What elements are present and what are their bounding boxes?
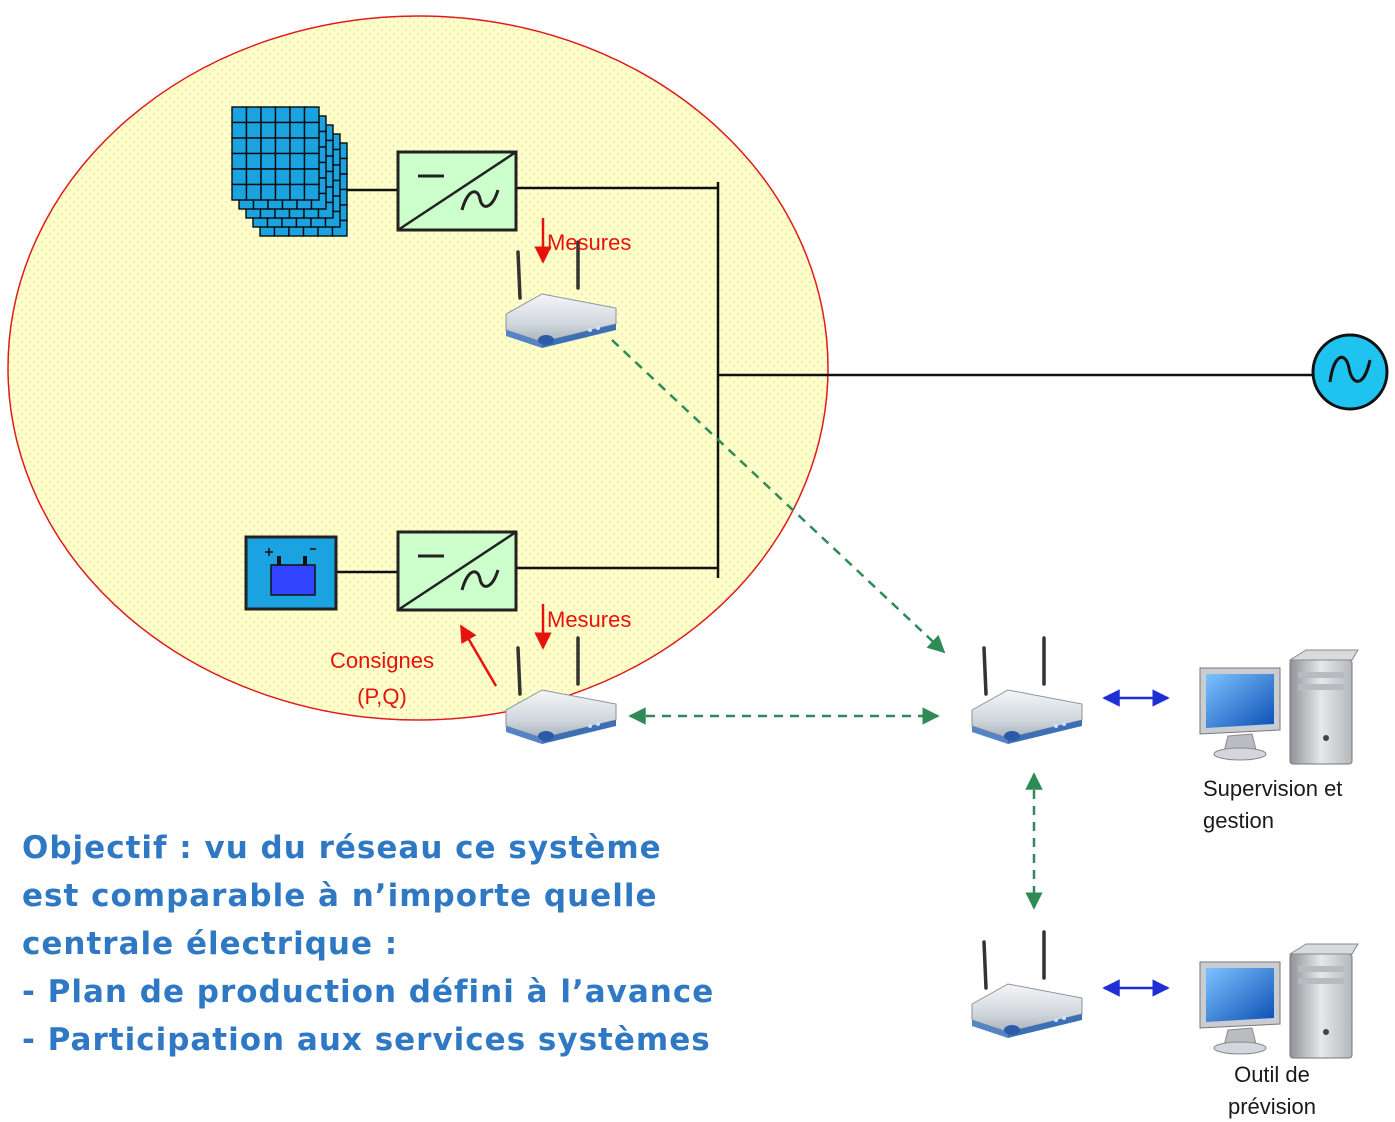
objective-line-1: Objectif : vu du réseau ce système — [22, 830, 662, 866]
pv-cell — [260, 137, 277, 155]
outil-label: Outil de — [1234, 1062, 1310, 1087]
pv-cell — [289, 183, 306, 201]
mesures-label-top: Mesures — [547, 230, 632, 255]
pv-cell — [289, 121, 306, 139]
pv-cell — [231, 121, 248, 139]
pv-cell — [245, 137, 262, 155]
computer-icon — [1199, 943, 1359, 1059]
objective-bullet-2: - Participation aux services systèmes — [22, 1022, 711, 1058]
pv-cell — [303, 106, 320, 124]
supervision-label: Supervision et — [1203, 776, 1343, 801]
pv-cell — [274, 121, 291, 139]
pv-cell — [303, 168, 320, 186]
pv-cell — [289, 106, 306, 124]
outil-label-2: prévision — [1227, 1094, 1317, 1119]
pv-cell — [274, 152, 291, 170]
router-icon — [970, 930, 1084, 1040]
pv-cell — [303, 183, 320, 201]
dc-ac-converter-pv-icon — [396, 150, 518, 232]
pv-cell — [245, 168, 262, 186]
pv-cell — [260, 152, 277, 170]
pv-cell — [274, 137, 291, 155]
objective-line-2: est comparable à n’importe quelle — [22, 878, 658, 914]
pv-cell — [245, 121, 262, 139]
consignes-pq-label: (P,Q) — [357, 684, 407, 709]
mesures-label-bottom: Mesures — [547, 607, 632, 632]
pv-cell — [231, 137, 248, 155]
pv-cell — [303, 137, 320, 155]
battery-icon — [244, 535, 338, 611]
objective-line-3: centrale électrique : — [22, 926, 399, 962]
local-links — [1102, 689, 1170, 997]
pv-cell — [245, 106, 262, 124]
pv-cell — [260, 168, 277, 186]
pv-cell — [231, 183, 248, 201]
consignes-label: Consignes — [330, 648, 434, 673]
pv-cell — [245, 152, 262, 170]
supervision-label-2: gestion — [1203, 808, 1274, 833]
power-wiring — [337, 182, 1312, 578]
pv-array-icon — [231, 106, 348, 237]
pv-cell — [289, 168, 306, 186]
pv-cell — [231, 152, 248, 170]
pv-cell — [245, 183, 262, 201]
pv-cell — [289, 137, 306, 155]
ac-source-icon — [1311, 333, 1389, 411]
measure-arrows — [459, 218, 552, 687]
pv-cell — [274, 106, 291, 124]
pv-cell — [231, 106, 248, 124]
dc-ac-converter-battery-icon — [396, 530, 518, 612]
objective-bullet-1: - Plan de production défini à l’avance — [22, 974, 715, 1010]
computer-icon — [1199, 649, 1359, 765]
pv-cell — [289, 152, 306, 170]
pv-cell — [260, 121, 277, 139]
pv-cell — [260, 106, 277, 124]
objective-text: Objectif : vu du réseau ce système est c… — [22, 824, 822, 1064]
pv-cell — [260, 183, 277, 201]
pv-cell — [303, 152, 320, 170]
pv-cell — [231, 168, 248, 186]
pv-cell — [274, 168, 291, 186]
plant-boundary — [7, 15, 829, 721]
pv-cell — [274, 183, 291, 201]
comm-links — [611, 339, 1043, 910]
router-icon — [970, 636, 1084, 746]
pv-cell — [303, 121, 320, 139]
